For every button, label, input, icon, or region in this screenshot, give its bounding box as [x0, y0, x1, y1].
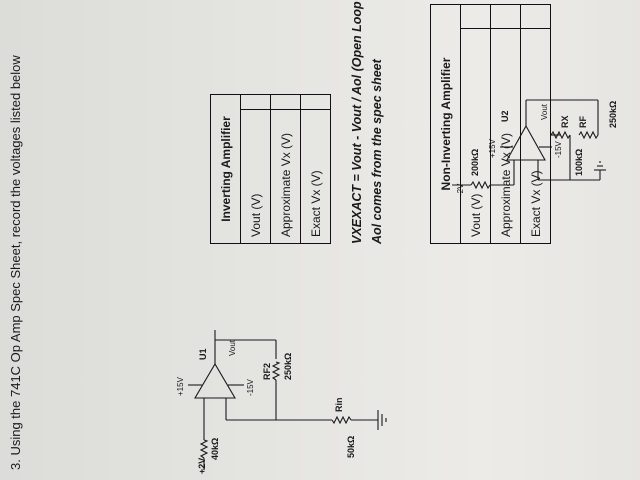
- inv-input-voltage: +2V: [197, 457, 207, 474]
- value-cell[interactable]: [490, 4, 521, 29]
- inv-rin-value: 50kΩ: [346, 435, 356, 458]
- inv-opamp-label: U1: [198, 348, 208, 360]
- value-cell[interactable]: [270, 94, 301, 110]
- noninv-rx-label: RX: [560, 115, 570, 128]
- table-row: Approximate Vx (V): [270, 94, 301, 244]
- inverting-circuit-wires: [188, 330, 387, 470]
- note-aol-source: Aol comes from the spec sheet: [370, 59, 384, 244]
- value-cell[interactable]: [460, 4, 491, 29]
- inverting-table: Inverting Amplifier Vout (V) Approximate…: [210, 94, 331, 244]
- table-row: Exact Vx (V): [300, 94, 331, 244]
- rf-resistor: [578, 130, 599, 140]
- inv-pos-supply: +15V: [176, 377, 185, 396]
- noninv-neg-supply: -15V: [554, 141, 563, 158]
- noninv-rf-value: 250kΩ: [608, 100, 618, 128]
- noninv-rx-value: 100kΩ: [574, 148, 584, 176]
- r200k-resistor: [470, 180, 491, 190]
- noninverting-table-header: Non-Inverting Amplifier: [430, 4, 461, 244]
- row-label: Approximate Vx (V): [490, 28, 521, 244]
- table-row: Approximate Vx (V): [490, 4, 521, 244]
- inv-output-label: Vout: [228, 339, 237, 356]
- inv-r1-value: 40kΩ: [210, 437, 220, 460]
- rx-resistor: [550, 130, 571, 140]
- table-row: Exact Vx (V): [520, 4, 551, 244]
- note-vx-exact-formula: VXEXACT = Vout - Vout / Aol (Open Loop G…: [350, 0, 364, 244]
- noninv-rf-label: RF: [578, 116, 588, 128]
- value-cell[interactable]: [300, 94, 331, 110]
- row-label: Vout (V): [460, 28, 491, 244]
- table-row: Vout (V): [240, 94, 271, 244]
- inv-rin-label: Rin: [334, 397, 344, 413]
- rf2-resistor: [271, 361, 281, 381]
- r40k-resistor: [199, 439, 209, 459]
- inv-neg-supply: -15V: [246, 379, 255, 396]
- noninverting-circuit-wires: [452, 99, 606, 190]
- rin-resistor: [331, 415, 352, 425]
- table-row: Vout (V): [460, 4, 491, 244]
- noninverting-table: Non-Inverting Amplifier Vout (V) Approxi…: [430, 4, 551, 244]
- value-cell[interactable]: [520, 4, 551, 29]
- row-label: Vout (V): [240, 109, 271, 244]
- value-cell[interactable]: [240, 94, 271, 110]
- inv-rf-value: 250kΩ: [283, 352, 293, 380]
- inv-rf-label: RF2: [262, 362, 272, 380]
- row-label: Exact Vx (V): [300, 109, 331, 244]
- inverting-table-header: Inverting Amplifier: [210, 94, 241, 244]
- row-label: Exact Vx (V): [520, 28, 551, 244]
- opamp-u1-triangle: [194, 362, 236, 399]
- row-label: Approximate Vx (V): [270, 109, 301, 244]
- opamp-u2-triangle: [506, 124, 546, 161]
